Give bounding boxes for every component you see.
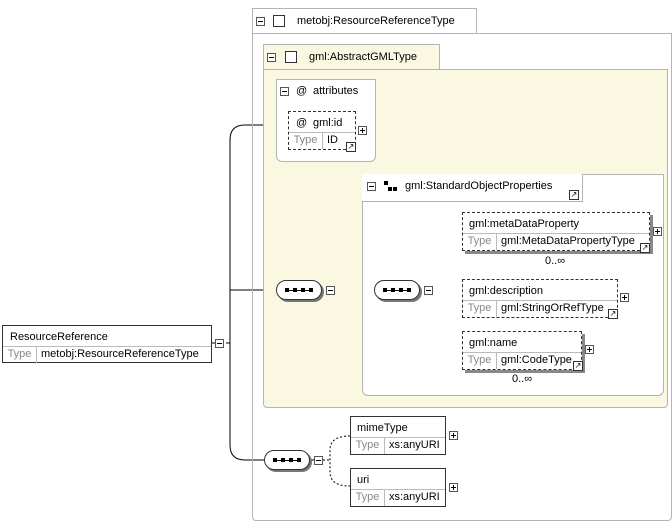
mime-type-separator [351, 437, 445, 438]
resource-reference-type-label: Type [3, 346, 37, 363]
meta-data-property-expand-toggle[interactable] [653, 227, 662, 236]
gml-name-link-icon[interactable]: ↗ [573, 361, 583, 371]
description-name: gml:description [469, 285, 543, 297]
sequence-lower-collapse-toggle[interactable] [314, 456, 323, 465]
mime-type-type-label: Type [351, 437, 385, 454]
uri-element[interactable]: uri Type xs:anyURI [350, 468, 446, 507]
mime-type-expand-toggle[interactable] [449, 431, 458, 440]
resource-reference-type-value: metobj:ResourceReferenceType [41, 348, 199, 360]
attributes-at-icon: @ [296, 85, 308, 97]
gml-name-occurs: 0..∞ [512, 373, 533, 385]
gml-name-element[interactable]: gml:name Type gml:CodeType [462, 331, 582, 370]
sequence-compositor-inner[interactable] [374, 280, 420, 300]
description-separator [463, 300, 617, 301]
sequence-compositor-outer[interactable] [276, 280, 322, 300]
gml-id-attribute[interactable]: @ gml:id Type ID [288, 111, 356, 150]
gml-name-expand-toggle[interactable] [585, 345, 594, 354]
meta-data-property-type-label: Type [463, 233, 497, 250]
resource-reference-collapse-toggle[interactable] [215, 339, 224, 348]
meta-data-property-occurs: 0..∞ [545, 255, 566, 267]
mime-type-element[interactable]: mimeType Type xs:anyURI [350, 416, 446, 455]
gml-id-at-icon: @ [296, 117, 308, 129]
attributes-label: attributes [313, 85, 359, 97]
uri-expand-toggle[interactable] [449, 483, 458, 492]
meta-data-property-type-value: gml:MetaDataPropertyType [501, 235, 635, 247]
gml-id-type-label: Type [289, 132, 323, 149]
meta-data-property-name: gml:metaDataProperty [469, 218, 580, 230]
meta-data-property-element[interactable]: gml:metaDataProperty Type gml:MetaDataPr… [462, 212, 650, 251]
sequence-outer-collapse-toggle[interactable] [326, 286, 335, 295]
meta-data-property-link-icon[interactable]: ↗ [640, 243, 650, 253]
gml-name-separator [463, 352, 581, 353]
description-expand-toggle[interactable] [620, 293, 629, 302]
standard-object-properties-tab [362, 174, 583, 202]
resource-reference-name: ResourceReference [10, 331, 108, 343]
meta-data-property-separator [463, 233, 649, 234]
inner-type-collapse-toggle[interactable] [267, 53, 276, 62]
sequence-inner-collapse-toggle[interactable] [424, 286, 433, 295]
outer-type-checkbox[interactable] [273, 15, 285, 27]
attributes-collapse-toggle[interactable] [280, 87, 289, 96]
uri-type-label: Type [351, 489, 385, 506]
group-reference-icon [384, 181, 397, 191]
mime-type-name: mimeType [357, 422, 408, 434]
resource-reference-separator [3, 346, 211, 347]
description-element[interactable]: gml:description Type gml:StringOrRefType [462, 279, 618, 318]
description-link-icon[interactable]: ↗ [608, 309, 618, 319]
sequence-compositor-lower[interactable] [264, 450, 310, 470]
outer-type-label: metobj:ResourceReferenceType [297, 15, 455, 27]
outer-type-tab [252, 8, 477, 34]
uri-name: uri [357, 474, 370, 486]
gml-id-expand-toggle[interactable] [358, 126, 367, 135]
gml-name-type-value: gml:CodeType [501, 354, 572, 366]
standard-object-properties-link-icon[interactable]: ↗ [569, 190, 579, 200]
uri-type-value: xs:anyURI [389, 491, 440, 503]
inner-type-label: gml:AbstractGMLType [309, 51, 417, 63]
description-type-label: Type [463, 300, 497, 317]
outer-type-collapse-toggle[interactable] [256, 17, 265, 26]
standard-object-properties-label: gml:StandardObjectProperties [405, 180, 553, 192]
description-type-value: gml:StringOrRefType [501, 302, 604, 314]
uri-separator [351, 489, 445, 490]
inner-type-checkbox[interactable] [285, 51, 297, 63]
resource-reference-element[interactable]: ResourceReference Type metobj:ResourceRe… [2, 325, 212, 363]
gml-id-name: gml:id [313, 117, 343, 129]
gml-id-type-value: ID [327, 134, 338, 146]
gml-name-type-label: Type [463, 352, 497, 369]
gml-name-name: gml:name [469, 337, 518, 349]
standard-object-properties-collapse-toggle[interactable] [367, 182, 376, 191]
gml-id-link-icon[interactable]: ↗ [346, 142, 356, 152]
mime-type-type-value: xs:anyURI [389, 439, 440, 451]
